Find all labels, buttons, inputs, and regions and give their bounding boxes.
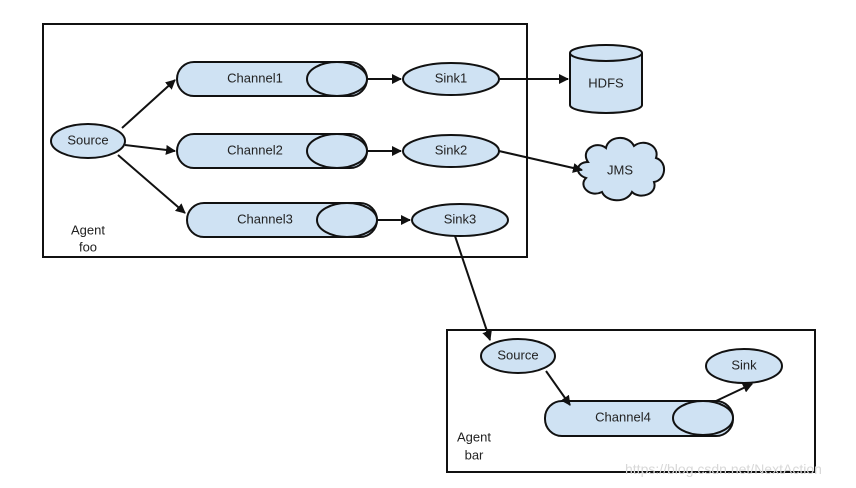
edge-sink2-jms (498, 150, 583, 173)
channel3-label: Channel3 (237, 211, 293, 226)
sink-bar-label: Sink (731, 357, 757, 372)
channel2-label: Channel2 (227, 142, 283, 157)
source-bar: Source (480, 338, 556, 374)
agent-foo-label-2: foo (79, 239, 97, 254)
source-foo-label: Source (67, 132, 108, 147)
sink3: Sink3 (411, 203, 509, 237)
edge-source-channel1 (121, 79, 176, 129)
sink2-label: Sink2 (435, 142, 468, 157)
jms-label: JMS (607, 162, 633, 177)
sink3-label: Sink3 (444, 211, 477, 226)
hdfs-label: HDFS (588, 75, 624, 90)
agent-bar-box (446, 329, 816, 473)
watermark: https://blog.csdn.net/NextAction (625, 461, 822, 477)
edge-bar-source-channel4 (545, 370, 571, 406)
agent-bar-label-1: Agent (457, 429, 491, 444)
agent-foo-label-1: Agent (71, 222, 105, 237)
hdfs-database: HDFS (569, 44, 643, 114)
sink1-label: Sink1 (435, 70, 468, 85)
source-bar-label: Source (497, 347, 538, 362)
agent-foo-box (42, 23, 528, 258)
edge-sink3-bar-source (454, 235, 492, 341)
edge-channel4-sink (715, 383, 753, 402)
edge-source-channel2 (124, 144, 176, 155)
agent-bar-label-2: bar (465, 447, 484, 462)
sink-bar: Sink (705, 348, 783, 384)
channel3: Channel3 (186, 202, 378, 238)
sink2: Sink2 (402, 134, 500, 168)
channel2: Channel2 (176, 133, 368, 169)
source-foo: Source (50, 123, 126, 159)
channel1-label: Channel1 (227, 70, 283, 85)
jms-cloud: JMS (577, 137, 665, 202)
sink1: Sink1 (402, 62, 500, 96)
channel4: Channel4 (544, 400, 734, 437)
channel1: Channel1 (176, 61, 368, 97)
edge-source-channel3 (117, 154, 186, 214)
channel4-label: Channel4 (595, 409, 651, 424)
